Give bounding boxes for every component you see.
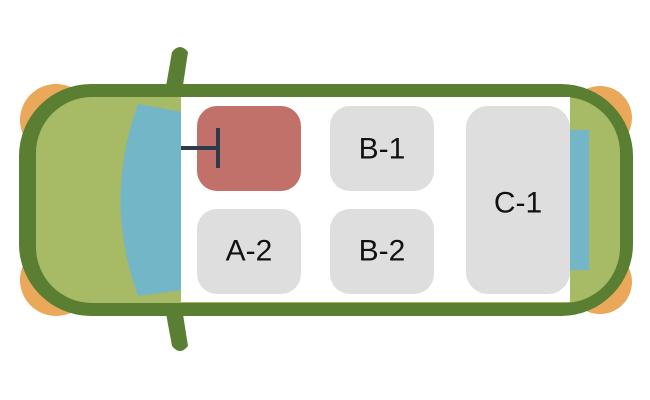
seat-b1-label: B-1: [359, 133, 406, 166]
seat-c1-label: C-1: [494, 187, 542, 220]
right-mirror: [165, 308, 188, 351]
seat-b2[interactable]: B-2: [330, 209, 434, 294]
seat-c1[interactable]: C-1: [466, 106, 570, 294]
rear-window: [569, 130, 589, 270]
seat-b2-label: B-2: [359, 235, 406, 268]
left-mirror: [165, 47, 188, 92]
windshield: [120, 104, 182, 296]
steering-wheel-icon: [181, 128, 220, 168]
driver-seat[interactable]: [197, 106, 301, 191]
seat-a2-label: A-2: [226, 235, 273, 268]
seat-b1[interactable]: B-1: [330, 106, 434, 191]
seat-a2[interactable]: A-2: [197, 209, 301, 294]
